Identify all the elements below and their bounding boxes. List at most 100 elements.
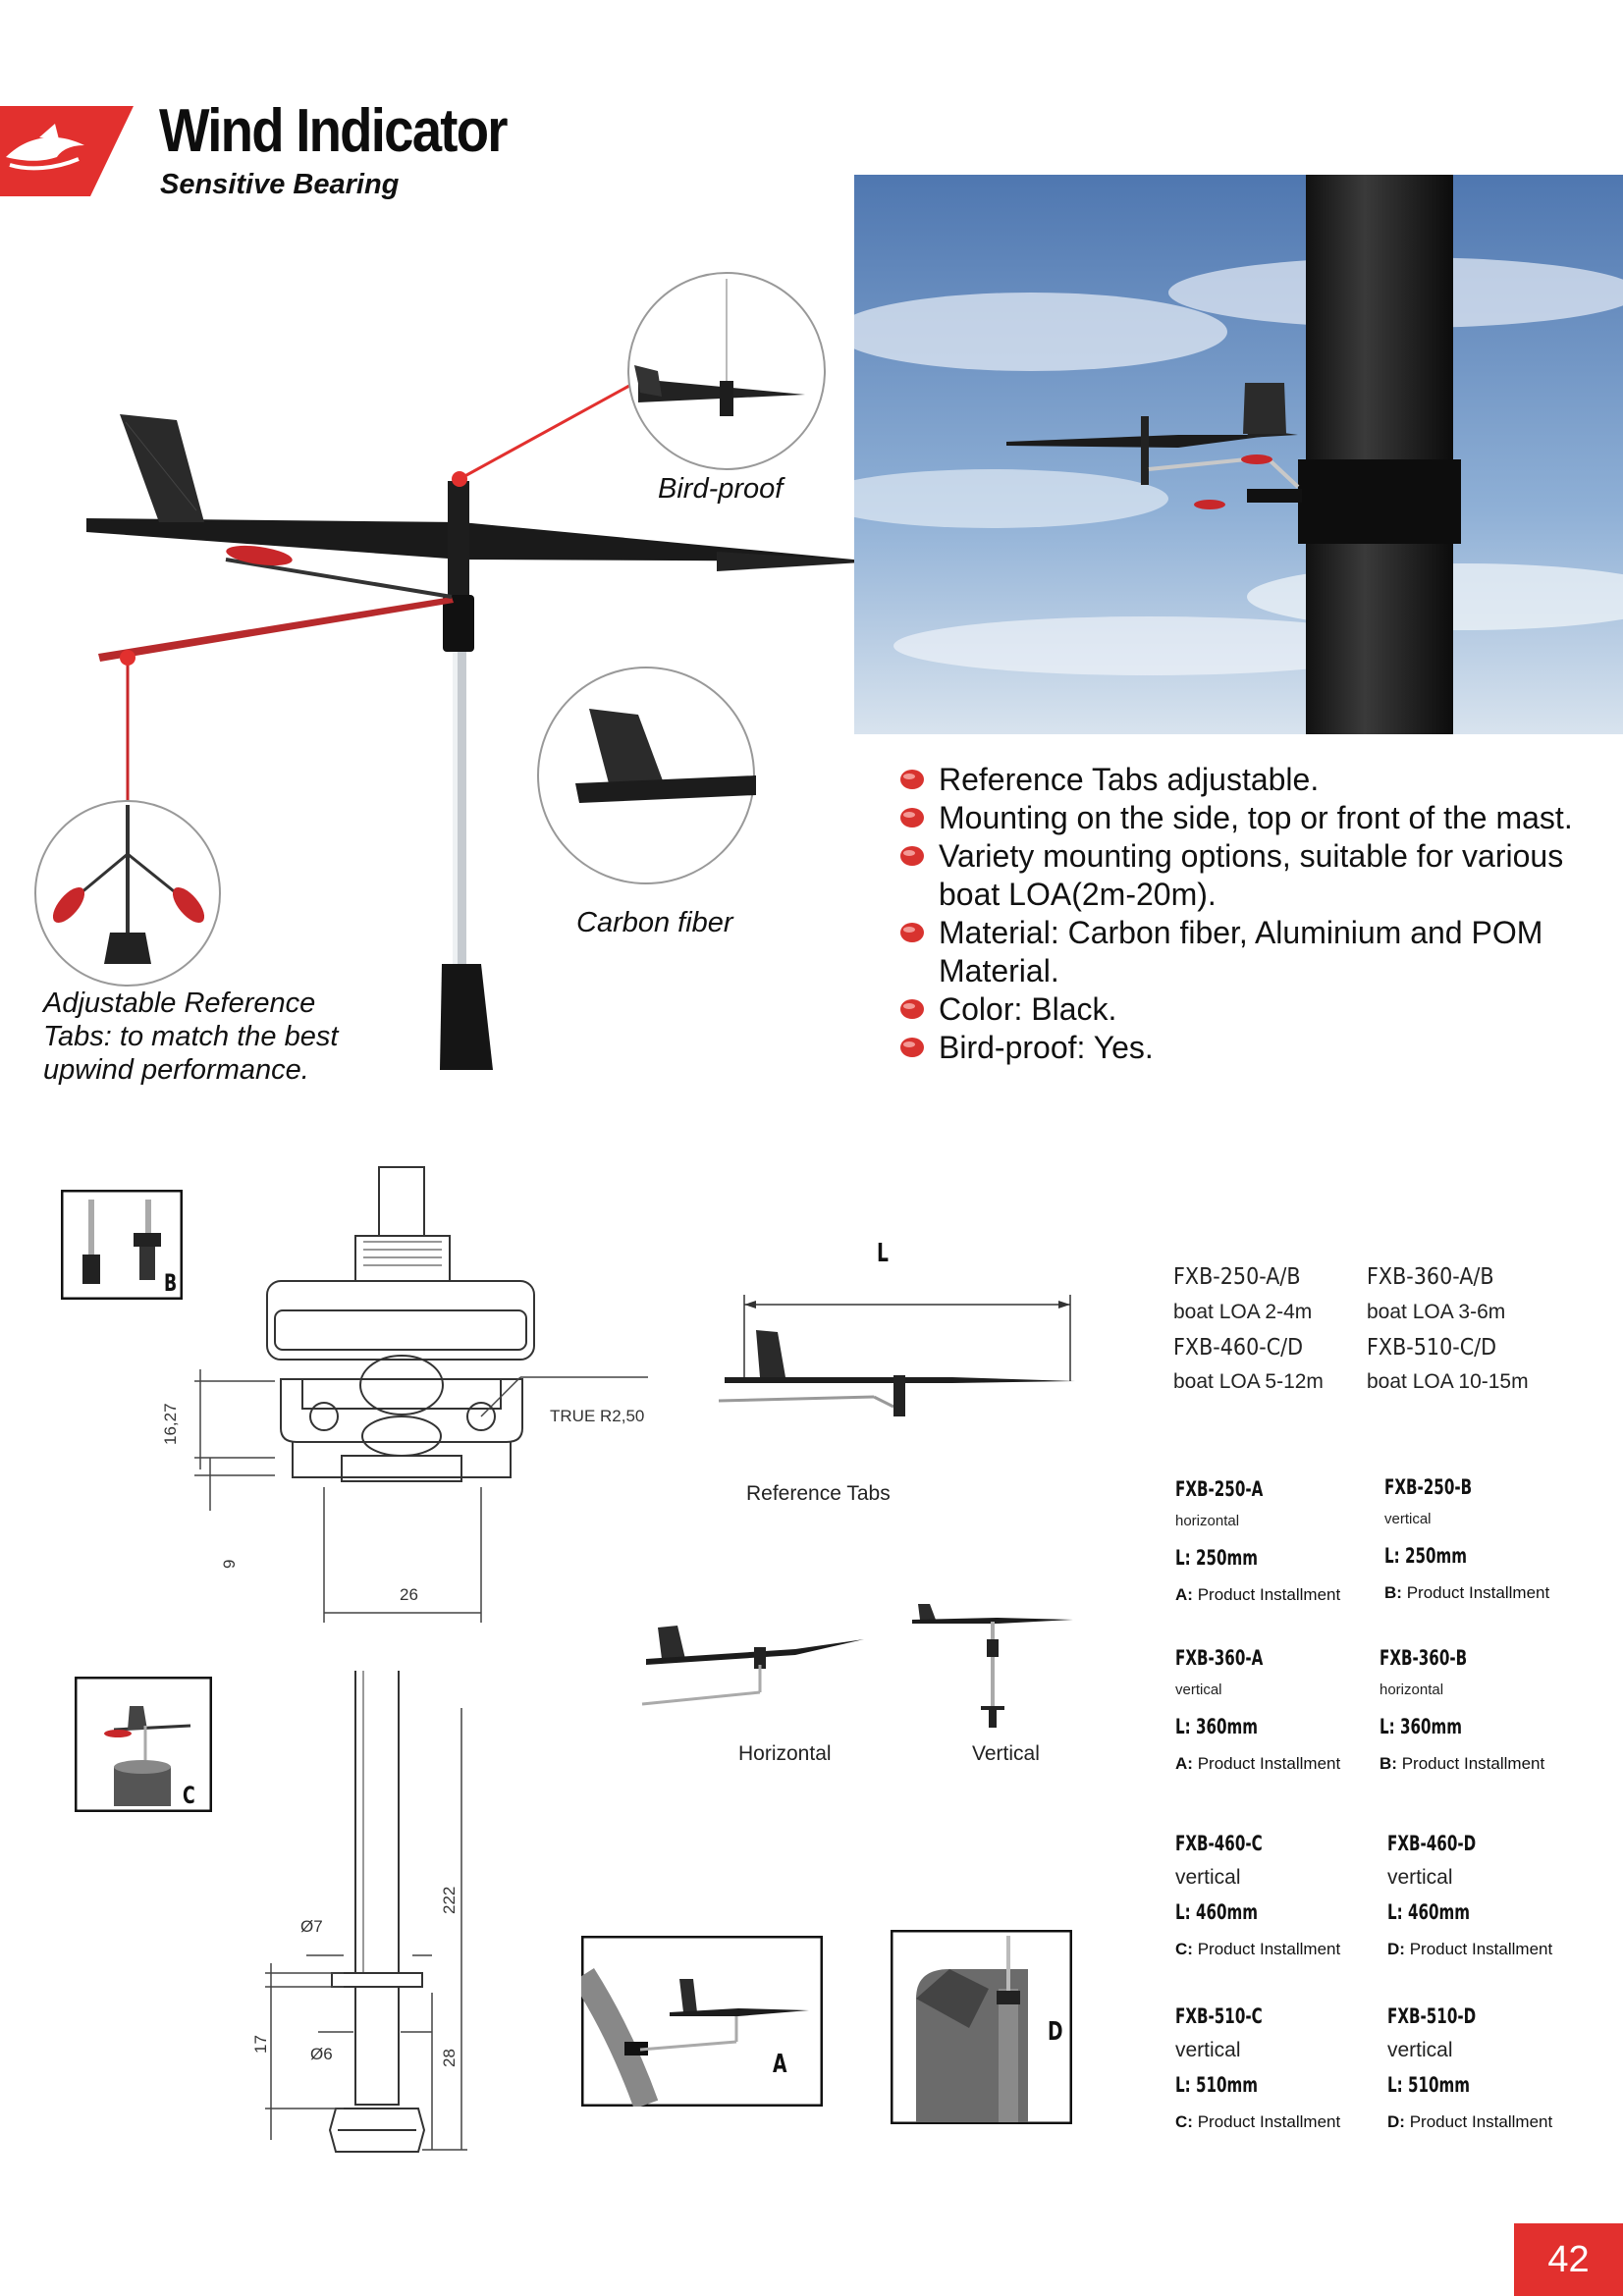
- model-length: L: 510mm: [1387, 2073, 1471, 2097]
- callout-carbon-fiber: Carbon fiber: [576, 907, 733, 938]
- summary-loa: boat LOA 3-6m: [1367, 1301, 1506, 1323]
- vertical-mount-drawing: [912, 1604, 1073, 1728]
- model-installment: B: Product Installment: [1380, 1754, 1544, 1774]
- feature-text: Mounting on the side, top or front of th…: [939, 800, 1573, 835]
- model-orientation: vertical: [1175, 1866, 1241, 1889]
- model-orientation: vertical: [1175, 1682, 1222, 1698]
- inst-text: Product Installment: [1197, 1585, 1341, 1604]
- model-installment: C: Product Installment: [1175, 1940, 1340, 1959]
- model-orientation: vertical: [1175, 2039, 1241, 2061]
- page-subtitle: Sensitive Bearing: [160, 169, 400, 200]
- model-length: L: 360mm: [1175, 1715, 1259, 1738]
- callout-adjustable-line: Adjustable Reference: [43, 988, 316, 1019]
- inst-text: Product Installment: [1406, 1583, 1550, 1602]
- install-thumb-d: [891, 1930, 1072, 2124]
- feature-item: Mounting on the side, top or front of th…: [893, 799, 1620, 837]
- dim-label-26: 26: [400, 1585, 418, 1604]
- model-installment: A: Product Installment: [1175, 1754, 1340, 1774]
- bullet-icon: [900, 808, 924, 828]
- summary-code: FXB-460-C/D: [1173, 1335, 1304, 1361]
- wind-indicator-illustration: [34, 272, 879, 1070]
- model-code: FXB-510-D: [1387, 2004, 1477, 2028]
- inst-letter: D:: [1387, 1940, 1405, 1958]
- bullet-icon: [900, 846, 924, 866]
- model-installment: C: Product Installment: [1175, 2112, 1340, 2132]
- model-code: FXB-360-B: [1380, 1646, 1468, 1670]
- model-installment: A: Product Installment: [1175, 1585, 1340, 1605]
- model-orientation: vertical: [1387, 1866, 1453, 1889]
- mast-photo: [854, 175, 1623, 734]
- model-code: FXB-460-D: [1387, 1832, 1477, 1855]
- dim-label-L: L: [877, 1239, 889, 1268]
- dim-label-9: 9: [220, 1559, 239, 1569]
- dim-label-phi6: Ø6: [310, 2045, 333, 2063]
- box-letter-c: C: [183, 1782, 195, 1809]
- inst-letter: B:: [1384, 1583, 1402, 1602]
- feature-text: Material.: [939, 953, 1059, 988]
- inst-text: Product Installment: [1401, 1754, 1545, 1773]
- box-letter-a: A: [773, 2050, 787, 2079]
- install-thumb-a: [581, 1936, 823, 2107]
- bullet-icon: [900, 923, 924, 942]
- label-horizontal: Horizontal: [738, 1742, 832, 1765]
- box-letter-b: B: [164, 1269, 178, 1297]
- page-title: Wind Indicator: [159, 97, 509, 165]
- feature-text: Color: Black.: [939, 991, 1117, 1027]
- inst-letter: B:: [1380, 1754, 1397, 1773]
- feature-item: Material: Carbon fiber, Aluminium and PO…: [893, 914, 1620, 990]
- callout-adjustable-tabs: Adjustable Reference Tabs: to match the …: [43, 987, 338, 1087]
- feature-text: Bird-proof: Yes.: [939, 1030, 1154, 1065]
- base-mount-drawing: [194, 1166, 648, 1623]
- feature-text: Variety mounting options, suitable for v…: [939, 838, 1564, 874]
- dim-label-true-r: TRUE R2,50: [550, 1407, 645, 1425]
- dim-label-phi7: Ø7: [300, 1917, 323, 1936]
- model-length: L: 250mm: [1175, 1546, 1259, 1570]
- install-thumb-c: [75, 1677, 212, 1812]
- label-reference-tabs: Reference Tabs: [746, 1482, 891, 1505]
- callout-adjustable-line: upwind performance.: [43, 1054, 309, 1086]
- inst-letter: A:: [1175, 1754, 1193, 1773]
- model-code: FXB-360-A: [1175, 1646, 1264, 1670]
- inst-text: Product Installment: [1197, 1940, 1341, 1958]
- model-orientation: vertical: [1387, 2039, 1453, 2061]
- inst-letter: A:: [1175, 1585, 1193, 1604]
- label-vertical: Vertical: [972, 1742, 1040, 1765]
- model-installment: D: Product Installment: [1387, 2112, 1552, 2132]
- feature-item: Variety mounting options, suitable for v…: [893, 837, 1620, 914]
- bullet-icon: [900, 999, 924, 1019]
- model-length: L: 510mm: [1175, 2073, 1259, 2097]
- pole-drawing: [265, 1671, 467, 2153]
- summary-loa: boat LOA 5-12m: [1173, 1370, 1324, 1393]
- model-orientation: horizontal: [1175, 1513, 1240, 1529]
- length-drawing: [718, 1295, 1075, 1416]
- model-installment: D: Product Installment: [1387, 1940, 1552, 1959]
- inst-letter: D:: [1387, 2112, 1405, 2131]
- feature-item: Reference Tabs adjustable.: [893, 761, 1620, 799]
- inst-text: Product Installment: [1409, 1940, 1553, 1958]
- bullet-icon: [900, 1038, 924, 1057]
- dim-label-28: 28: [440, 2049, 459, 2067]
- install-thumb-b: [61, 1190, 183, 1300]
- inst-letter: C:: [1175, 2112, 1193, 2131]
- model-length: L: 460mm: [1175, 1900, 1259, 1924]
- model-installment: B: Product Installment: [1384, 1583, 1549, 1603]
- feature-text: boat LOA(2m-20m).: [939, 877, 1217, 912]
- summary-loa: boat LOA 2-4m: [1173, 1301, 1313, 1323]
- dim-label-222: 222: [440, 1886, 459, 1914]
- model-code: FXB-510-C: [1175, 2004, 1263, 2028]
- feature-item: Color: Black.: [893, 990, 1620, 1029]
- model-orientation: vertical: [1384, 1511, 1432, 1527]
- dim-label-16-27: 16,27: [161, 1403, 180, 1445]
- box-letter-d: D: [1048, 2017, 1063, 2047]
- summary-loa: boat LOA 10-15m: [1367, 1370, 1529, 1393]
- model-code: FXB-460-C: [1175, 1832, 1263, 1855]
- dim-label-17: 17: [251, 2035, 270, 2054]
- model-length: L: 360mm: [1380, 1715, 1463, 1738]
- summary-code: FXB-360-A/B: [1367, 1264, 1494, 1290]
- feature-text: Reference Tabs adjustable.: [939, 762, 1320, 797]
- model-code: FXB-250-A: [1175, 1477, 1264, 1501]
- summary-code: FXB-510-C/D: [1367, 1335, 1497, 1361]
- horizontal-mount-drawing: [641, 1626, 864, 1706]
- inst-text: Product Installment: [1197, 1754, 1341, 1773]
- brand-logo: [0, 106, 134, 196]
